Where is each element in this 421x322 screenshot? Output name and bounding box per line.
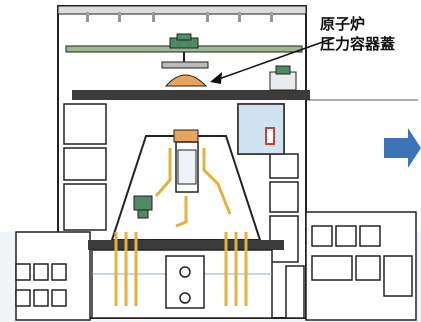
- reactor-vessel: [175, 141, 199, 193]
- fuel-handling-machine: [269, 65, 297, 91]
- annotation-line-2: 圧力容器蓋: [320, 35, 396, 53]
- reactor-piping: [154, 148, 232, 228]
- recirculation-pump: [133, 195, 153, 219]
- reactor-pedestal: [165, 255, 205, 309]
- containment-head: [173, 129, 199, 143]
- crane-trolley: [169, 33, 199, 66]
- vent-downcomers: [114, 232, 248, 306]
- lower-floor-slab: [88, 240, 284, 250]
- operating-floor-slab: [72, 90, 310, 100]
- basement-rooms: [305, 211, 417, 321]
- annotation-line-1: 原子炉: [320, 15, 366, 33]
- next-step-arrow: [384, 128, 421, 168]
- annotation-leader-arrow: [210, 37, 335, 84]
- annotation-label: 原子炉 圧力容器蓋: [320, 14, 395, 54]
- roof-structure: [57, 5, 307, 15]
- left-windows: [15, 263, 67, 307]
- spent-fuel-pool: [237, 103, 285, 155]
- reactor-pressure-vessel-lid: [161, 61, 209, 87]
- roof-vents: [86, 12, 273, 22]
